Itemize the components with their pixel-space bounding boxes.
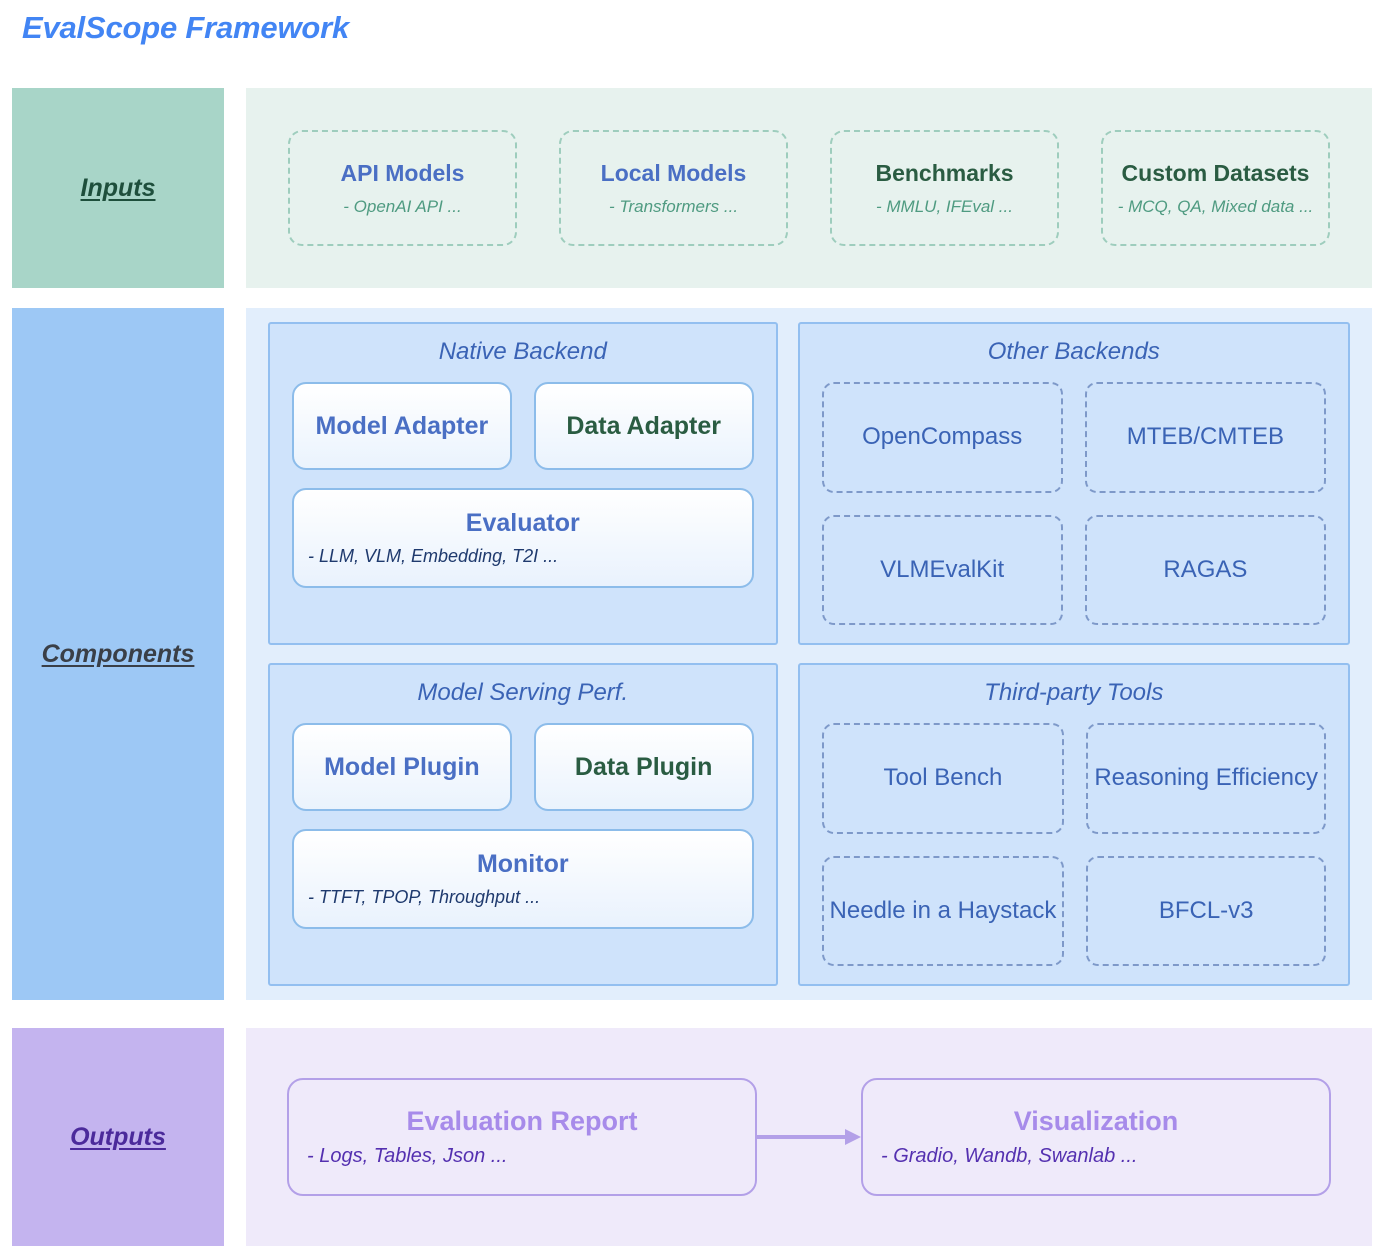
card-title: Needle in a Haystack (829, 896, 1057, 924)
card-evaluator[interactable]: Evaluator - LLM, VLM, Embedding, T2I ... (292, 488, 754, 588)
card-vlmevalkit[interactable]: VLMEvalKit (821, 514, 1063, 625)
card-title: Tool Bench (883, 764, 1003, 792)
card-tool-bench[interactable]: Tool Bench (821, 723, 1065, 834)
third-party-tools-grid: Tool Bench Reasoning Efficiency Needle i… (821, 723, 1326, 966)
panel-other-backends: Other Backends OpenCompass MTEB/CMTEB VL… (797, 322, 1350, 645)
input-card-title: API Models (340, 159, 465, 186)
card-subtitle: - TTFT, TPOP, Throughput ... (308, 887, 541, 907)
serving-perf-card-row: Model Plugin Data Plugin (292, 723, 754, 811)
arrow-shaft (757, 1135, 845, 1139)
card-title: BFCL-v3 (1158, 896, 1254, 924)
card-title: Model Plugin (324, 752, 480, 781)
panel-model-serving-perf: Model Serving Perf. Model Plugin Data Pl… (268, 663, 778, 986)
band-label-inputs: Inputs (12, 88, 224, 288)
card-evaluation-report[interactable]: Evaluation Report - Logs, Tables, Json .… (287, 1078, 757, 1196)
input-card-benchmarks[interactable]: Benchmarks - MMLU, IFEval ... (830, 130, 1059, 246)
card-ragas[interactable]: RAGAS (1084, 514, 1326, 625)
card-title: Monitor (476, 850, 569, 878)
panel-title-native-backend: Native Backend (438, 338, 607, 365)
band-label-outputs-text: Outputs (70, 1122, 166, 1151)
panel-title-model-serving-perf: Model Serving Perf. (417, 679, 629, 706)
card-title: Data Plugin (574, 752, 713, 781)
card-subtitle: - LLM, VLM, Embedding, T2I ... (308, 546, 559, 566)
card-title: Reasoning Efficiency (1094, 764, 1318, 792)
arrow-head (845, 1129, 861, 1145)
band-label-inputs-text: Inputs (80, 173, 156, 202)
card-title: Evaluator (465, 509, 580, 537)
card-model-plugin[interactable]: Model Plugin (292, 723, 512, 811)
card-data-plugin[interactable]: Data Plugin (533, 723, 754, 811)
other-backends-grid: OpenCompass MTEB/CMTEB VLMEvalKit RAGAS (821, 382, 1326, 625)
card-title: VLMEvalKit (880, 555, 1005, 583)
input-card-subtitle: - OpenAI API ... (343, 196, 462, 216)
input-card-custom-datasets[interactable]: Custom Datasets - MCQ, QA, Mixed data ..… (1101, 130, 1330, 246)
card-title: Visualization (1013, 1106, 1179, 1136)
input-card-api-models[interactable]: API Models - OpenAI API ... (288, 130, 517, 246)
card-model-adapter[interactable]: Model Adapter (292, 382, 512, 470)
card-opencompass[interactable]: OpenCompass (821, 382, 1063, 493)
panel-title-other-backends: Other Backends (987, 338, 1160, 365)
outputs-panel: Evaluation Report - Logs, Tables, Json .… (246, 1028, 1372, 1246)
panel-native-backend: Native Backend Model Adapter Data Adapte… (268, 322, 778, 645)
card-title: Data Adapter (566, 411, 721, 440)
band-label-components-text: Components (41, 639, 195, 668)
input-card-subtitle: - MCQ, QA, Mixed data ... (1117, 196, 1314, 216)
card-title: OpenCompass (862, 423, 1023, 451)
card-subtitle: - Logs, Tables, Json ... (307, 1145, 508, 1167)
card-title: MTEB/CMTEB (1126, 423, 1285, 451)
card-data-adapter[interactable]: Data Adapter (533, 382, 754, 470)
panel-third-party-tools: Third-party Tools Tool Bench Reasoning E… (797, 663, 1350, 986)
input-card-title: Custom Datasets (1121, 159, 1310, 186)
page-title: EvalScope Framework (22, 10, 350, 45)
card-needle-in-a-haystack[interactable]: Needle in a Haystack (821, 855, 1065, 966)
native-backend-card-row: Model Adapter Data Adapter (292, 382, 754, 470)
input-card-title: Benchmarks (875, 159, 1014, 186)
card-mteb-cmteb[interactable]: MTEB/CMTEB (1084, 382, 1326, 493)
card-title: RAGAS (1163, 555, 1248, 583)
components-panel: Native Backend Model Adapter Data Adapte… (246, 308, 1372, 1000)
card-monitor[interactable]: Monitor - TTFT, TPOP, Throughput ... (292, 829, 754, 929)
arrow-right-icon (757, 1126, 861, 1148)
input-card-title: Local Models (600, 159, 747, 186)
panel-title-third-party-tools: Third-party Tools (984, 679, 1164, 706)
input-card-subtitle: - MMLU, IFEval ... (876, 196, 1013, 216)
card-title: Model Adapter (315, 411, 489, 440)
card-title: Evaluation Report (406, 1106, 638, 1136)
band-label-outputs: Outputs (12, 1028, 224, 1246)
input-card-local-models[interactable]: Local Models - Transformers ... (559, 130, 788, 246)
inputs-panel: API Models - OpenAI API ... Local Models… (246, 88, 1372, 288)
card-bfcl-v3[interactable]: BFCL-v3 (1086, 855, 1326, 966)
input-card-subtitle: - Transformers ... (608, 196, 739, 216)
card-visualization[interactable]: Visualization - Gradio, Wandb, Swanlab .… (861, 1078, 1331, 1196)
card-subtitle: - Gradio, Wandb, Swanlab ... (881, 1145, 1138, 1167)
band-label-components: Components (12, 308, 224, 1000)
card-reasoning-efficiency[interactable]: Reasoning Efficiency (1086, 723, 1326, 834)
